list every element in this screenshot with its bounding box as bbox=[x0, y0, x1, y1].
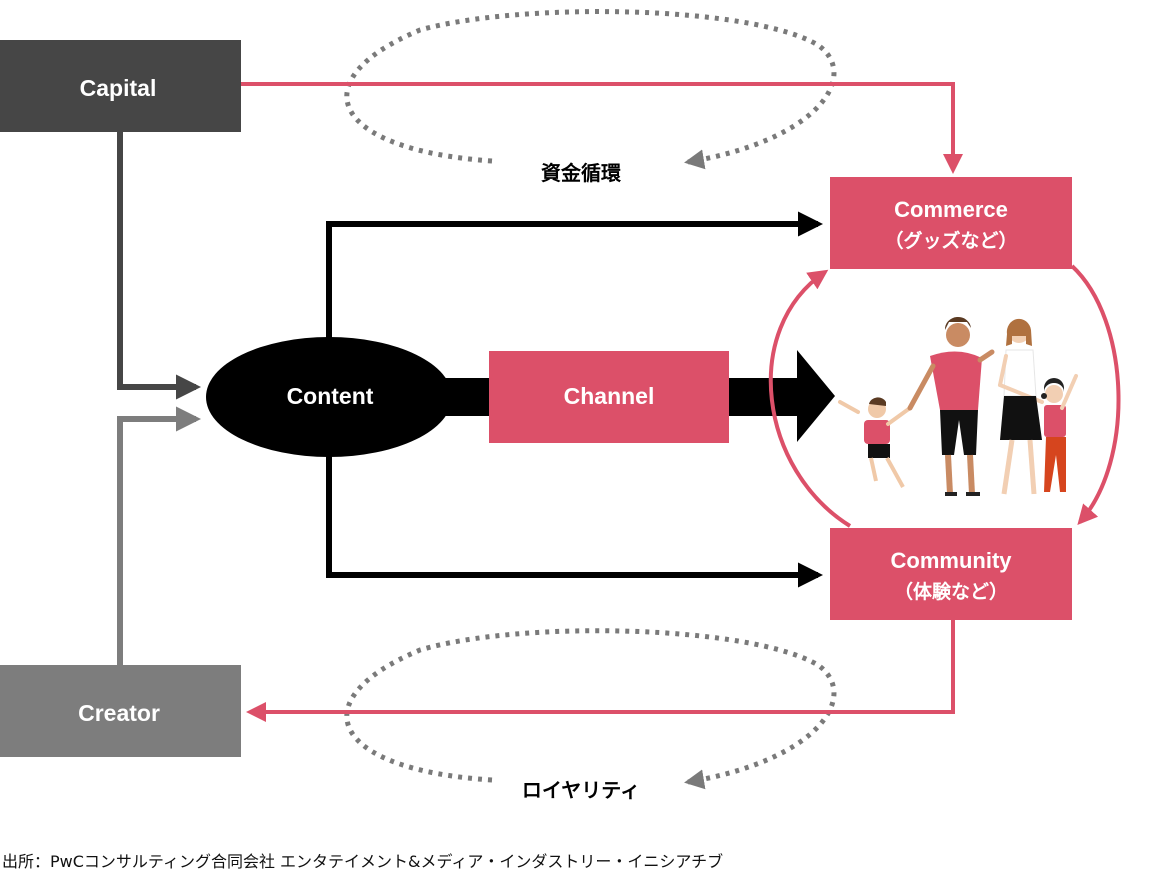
capital-to-content-arrow bbox=[117, 132, 202, 400]
family-illustration bbox=[838, 316, 1078, 496]
creator-label: Creator bbox=[78, 700, 160, 726]
source-credit: 出所：PwCコンサルティング合同会社 エンタテイメント&メディア・インダストリー… bbox=[2, 852, 724, 871]
community-to-creator-arrow bbox=[246, 620, 955, 722]
community-subtitle: （体験など） bbox=[894, 580, 1008, 603]
cycle-arc-right bbox=[1070, 264, 1121, 525]
daughter-figure bbox=[1041, 374, 1078, 492]
channel-box bbox=[489, 351, 729, 443]
capital-label: Capital bbox=[80, 75, 157, 101]
creator-box bbox=[0, 665, 241, 757]
loyalty-label: ロイヤリティ bbox=[522, 778, 640, 802]
community-title: Community bbox=[891, 548, 1013, 573]
content-node bbox=[206, 337, 452, 457]
funding-cycle-loop bbox=[344, 9, 837, 170]
content-label: Content bbox=[287, 383, 374, 409]
mother-figure bbox=[998, 318, 1044, 495]
channel-label: Channel bbox=[564, 383, 655, 409]
funding-cycle-label: 資金循環 bbox=[541, 161, 622, 185]
creator-to-content-arrow bbox=[117, 406, 202, 665]
commerce-subtitle: （グッズなど） bbox=[884, 229, 1017, 252]
content-to-community-arrow bbox=[326, 455, 824, 588]
commerce-box bbox=[830, 177, 1072, 269]
loyalty-loop bbox=[344, 628, 837, 790]
community-box bbox=[830, 528, 1072, 620]
capital-box bbox=[0, 40, 241, 132]
cycle-arc-left bbox=[768, 269, 852, 528]
father-figure bbox=[907, 316, 995, 496]
capital-to-commerce-arrow bbox=[241, 82, 963, 174]
content-to-commerce-arrow bbox=[326, 211, 824, 338]
child-left-figure bbox=[838, 397, 912, 488]
commerce-title: Commerce bbox=[894, 197, 1008, 222]
